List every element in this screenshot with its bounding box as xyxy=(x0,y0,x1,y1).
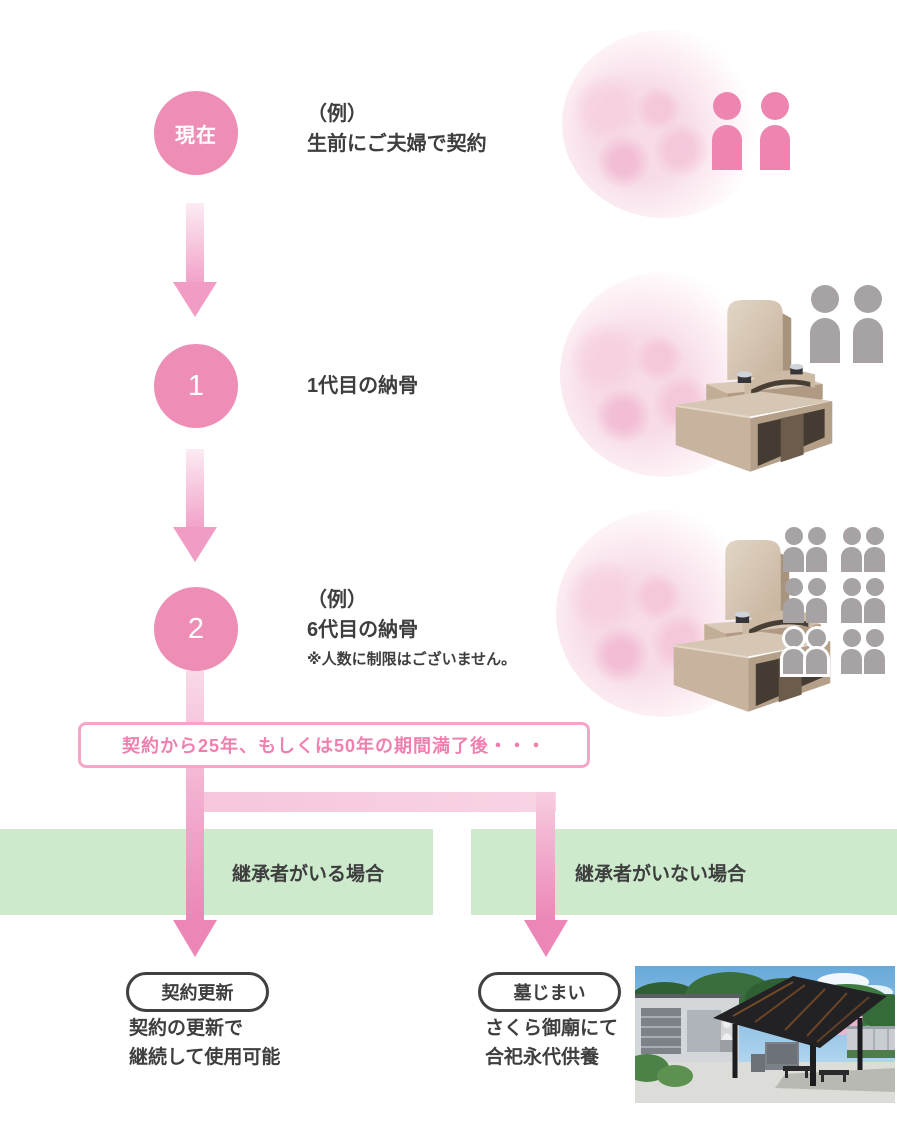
person-icon xyxy=(783,527,804,572)
step-text-2: （例） 6代目の納骨 ※人数に制限はございません。 xyxy=(307,585,516,673)
step-text-1: 1代目の納骨 xyxy=(307,371,418,401)
person-icon xyxy=(853,285,883,363)
branch-label-right: 継承者がいない場合 xyxy=(575,863,747,885)
down-arrow-icon xyxy=(536,792,555,921)
person-head xyxy=(784,629,803,647)
step-line: 生前にご夫婦で契約 xyxy=(307,133,487,155)
person-body xyxy=(783,547,804,572)
result-line: 合祀永代供養 xyxy=(485,1047,600,1068)
result-line: 契約の更新で xyxy=(129,1018,244,1039)
person-body xyxy=(806,649,827,674)
person-body xyxy=(841,598,862,623)
person-body xyxy=(783,598,804,623)
step-badge-label: 現在 xyxy=(175,124,217,147)
person-body xyxy=(806,598,827,623)
person-icon xyxy=(712,92,742,170)
down-arrow-icon xyxy=(186,449,204,528)
step-badge-label: 1 xyxy=(187,369,205,402)
branch-label-left: 継承者がいる場合 xyxy=(232,863,385,885)
person-icon xyxy=(806,629,827,674)
person-body xyxy=(841,547,862,572)
down-arrow-icon xyxy=(186,671,204,921)
person-icon xyxy=(760,92,790,170)
period-notice-box: 契約から25年、もしくは50年の期間満了後・・・ xyxy=(78,722,590,768)
result-line: 継続して使用可能 xyxy=(129,1047,281,1068)
result-text-closing: さくら御廟にて 合祀永代供養 xyxy=(485,1014,618,1072)
person-head xyxy=(807,578,826,596)
person-head xyxy=(807,629,826,647)
person-head xyxy=(842,629,861,647)
down-arrow-icon xyxy=(186,203,204,283)
step-line: 6代目の納骨 xyxy=(307,619,419,641)
person-body xyxy=(712,125,742,170)
result-pill-label: 契約更新 xyxy=(161,983,234,1003)
person-head xyxy=(811,285,839,313)
step-badge-label: 2 xyxy=(187,612,205,645)
cemetery-pavilion-photo xyxy=(635,966,895,1103)
person-body xyxy=(783,649,804,674)
person-icon xyxy=(806,578,827,623)
down-arrowhead-icon xyxy=(173,527,217,562)
step-text-current: （例） 生前にご夫婦で契約 xyxy=(307,99,487,159)
person-head xyxy=(842,527,861,545)
person-icon xyxy=(841,527,862,572)
person-head xyxy=(784,527,803,545)
result-pill-label: 墓じまい xyxy=(513,983,586,1003)
person-icon xyxy=(783,629,804,674)
result-text-renewal: 契約の更新で 継続して使用可能 xyxy=(129,1014,280,1072)
person-body xyxy=(864,598,885,623)
person-body xyxy=(853,318,883,363)
person-icon xyxy=(841,578,862,623)
person-head xyxy=(713,92,741,120)
person-head xyxy=(865,527,884,545)
person-icon xyxy=(864,527,885,572)
step-badge-1: 1 xyxy=(154,344,238,428)
person-head xyxy=(865,629,884,647)
person-head xyxy=(807,527,826,545)
person-head xyxy=(865,578,884,596)
person-body xyxy=(760,125,790,170)
person-icon xyxy=(806,527,827,572)
person-head xyxy=(842,578,861,596)
person-body xyxy=(864,547,885,572)
person-icon xyxy=(783,578,804,623)
person-body xyxy=(806,547,827,572)
branch-connector xyxy=(204,792,556,812)
down-arrowhead-icon xyxy=(173,920,217,957)
person-icon xyxy=(841,629,862,674)
person-head xyxy=(761,92,789,120)
person-body xyxy=(810,318,840,363)
step-badge-current: 現在 xyxy=(154,91,238,175)
person-body xyxy=(841,649,862,674)
down-arrowhead-icon xyxy=(524,920,568,957)
person-icon xyxy=(864,578,885,623)
result-line: さくら御廟にて xyxy=(485,1018,619,1039)
step-note: ※人数に制限はございません。 xyxy=(307,651,517,668)
step-line: （例） xyxy=(307,589,367,611)
period-notice-label: 契約から25年、もしくは50年の期間満了後・・・ xyxy=(121,736,547,756)
down-arrowhead-icon xyxy=(173,282,217,317)
person-body xyxy=(864,649,885,674)
branch-band-left xyxy=(0,829,433,915)
step-line: （例） xyxy=(307,103,367,125)
person-head xyxy=(854,285,882,313)
step-line: 1代目の納骨 xyxy=(307,375,419,397)
person-icon xyxy=(864,629,885,674)
result-pill-renewal: 契約更新 xyxy=(126,972,269,1012)
step-badge-2: 2 xyxy=(154,587,238,671)
sakura-image xyxy=(562,30,767,218)
person-head xyxy=(784,578,803,596)
person-icon xyxy=(810,285,840,363)
result-pill-closing: 墓じまい xyxy=(478,972,621,1012)
